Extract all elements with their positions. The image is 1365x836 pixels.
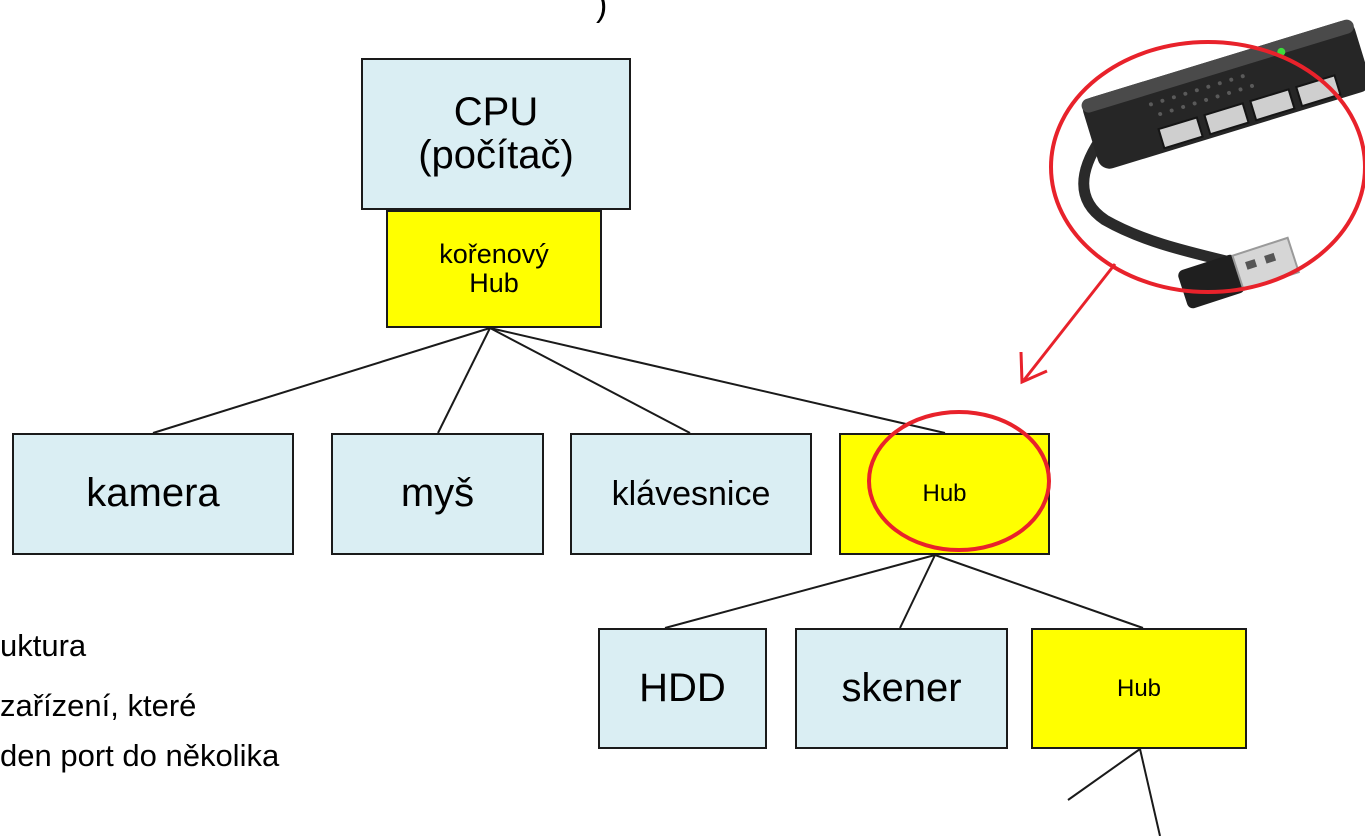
title-fragment: ) [596, 0, 608, 24]
connector-root-hub1 [489, 327, 946, 434]
connector-root-klavesnice [489, 327, 691, 434]
kamera-node: kamera [12, 433, 294, 555]
body-text-line-3: den port do několika [0, 738, 280, 773]
connector-hub1-hdd [664, 554, 936, 629]
connector-hub2-left [1067, 748, 1141, 801]
connector-hub1-hub2 [934, 554, 1144, 629]
hdd-node: HDD [598, 628, 767, 749]
connector-root-mys [437, 327, 491, 434]
body-text-line-2: zařízení, které [0, 688, 197, 723]
photo-highlight-circle [1049, 40, 1365, 294]
skener-node: skener [795, 628, 1008, 749]
body-text-line-1: uktura [0, 628, 87, 663]
connector-hub2-right [1139, 748, 1161, 836]
cpu-node: CPU (počítač) [361, 58, 631, 210]
connector-root-kamera [152, 327, 491, 434]
klavesnice-node: klávesnice [570, 433, 812, 555]
hub1-node: Hub [839, 433, 1050, 555]
red-arrow [1019, 263, 1117, 385]
root-hub-node: kořenový Hub [386, 210, 602, 328]
connector-hub1-skener [899, 554, 936, 629]
hub2-node: Hub [1031, 628, 1247, 749]
mys-node: myš [331, 433, 544, 555]
